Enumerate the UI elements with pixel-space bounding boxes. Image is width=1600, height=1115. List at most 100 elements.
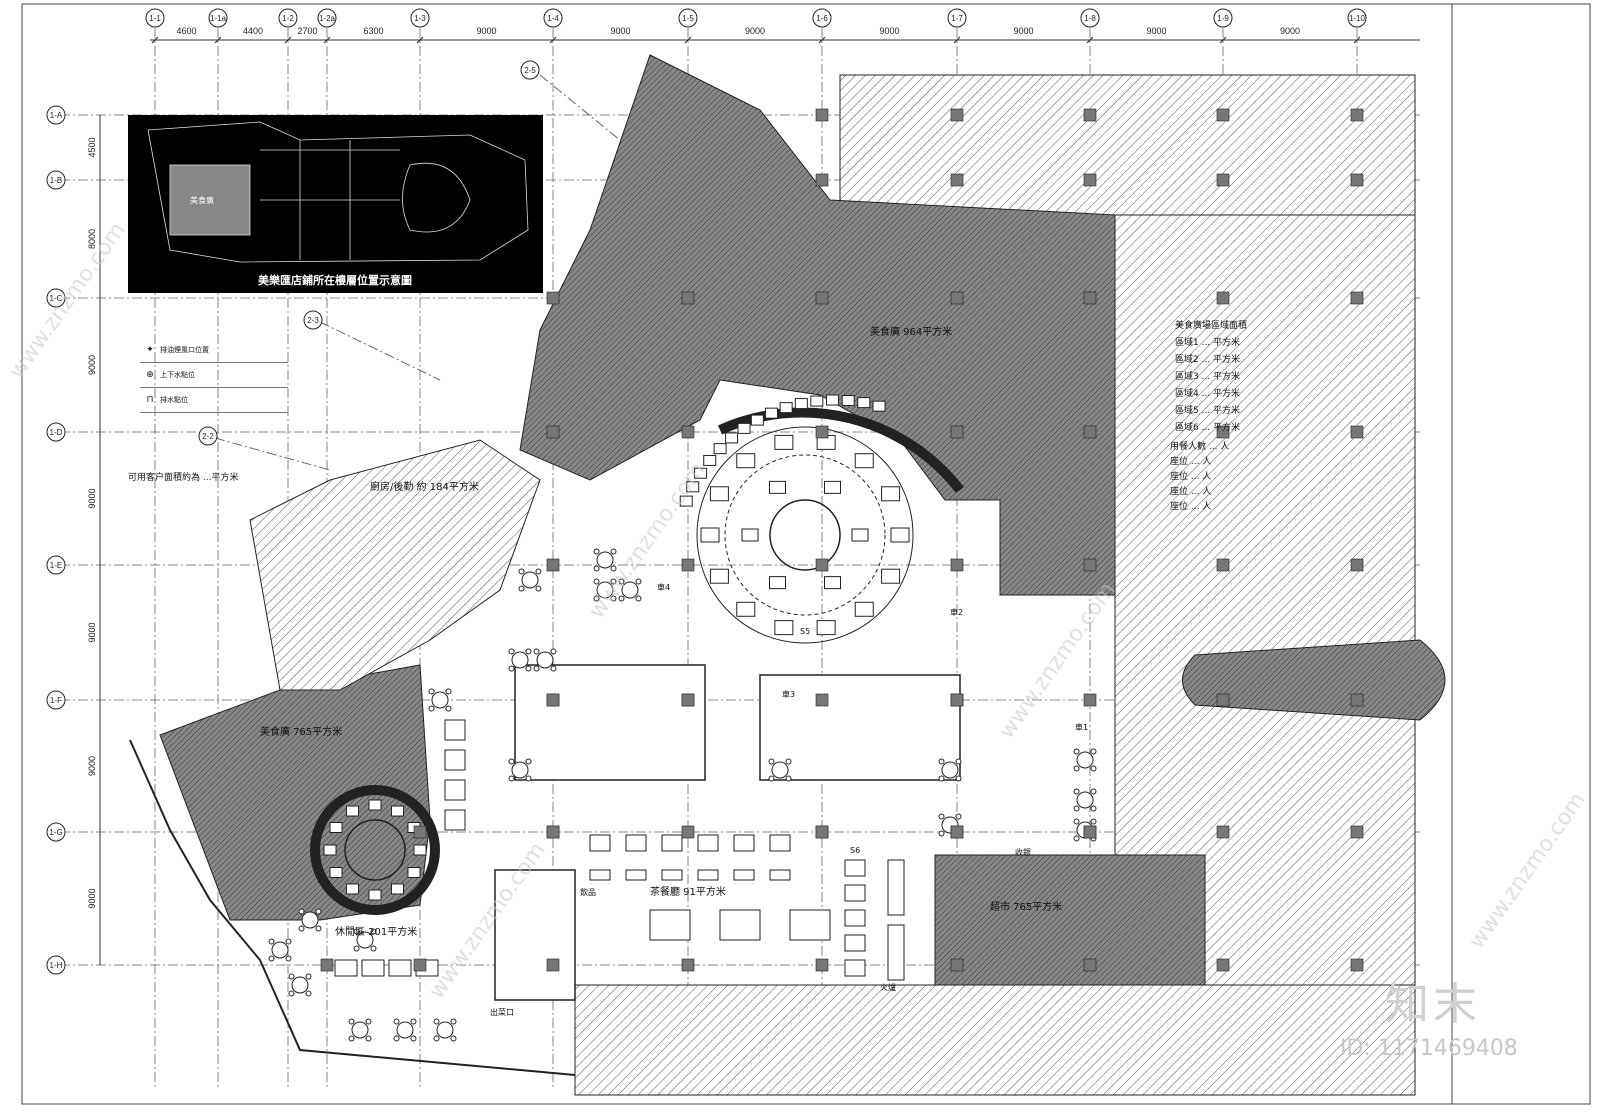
rect-table	[872, 400, 886, 412]
column	[1083, 558, 1097, 572]
round-table	[431, 691, 449, 709]
column	[1216, 958, 1230, 972]
chair	[525, 775, 532, 782]
chair	[1090, 788, 1097, 795]
axis-label-left: 1-G	[49, 828, 62, 837]
chair	[518, 585, 525, 592]
axis-bubble	[1080, 8, 1100, 28]
column	[1350, 291, 1364, 305]
round-table	[771, 761, 789, 779]
chair	[285, 938, 292, 945]
column	[1216, 291, 1230, 305]
axis-label-top: 1-1a	[210, 14, 227, 23]
chair	[370, 928, 377, 935]
id-text: ID: 1171469408	[1340, 1036, 1518, 1061]
chair	[410, 1035, 417, 1042]
axis-label-top: 1-6	[816, 14, 828, 23]
dim-tick	[151, 36, 159, 44]
rect-table	[825, 394, 839, 406]
room-label-mid: 美食廣 964平方米	[870, 325, 952, 338]
chair	[1090, 765, 1097, 772]
rect-table	[887, 924, 905, 981]
axis-label-top: 1-2	[282, 14, 294, 23]
rect-table	[444, 749, 466, 771]
chair	[393, 1018, 400, 1025]
rect-table	[686, 481, 700, 493]
rect-table	[769, 480, 786, 494]
column	[1350, 425, 1364, 439]
dim-label-left: 9000	[87, 888, 97, 908]
chair	[1073, 788, 1080, 795]
rect-table	[769, 834, 791, 852]
rect-table	[700, 527, 720, 543]
chair	[268, 938, 275, 945]
seat-summary: 用餐人數 ... 人 座位 ... 人 座位 ... 人 座位 ... 人 座位…	[1170, 440, 1229, 515]
chair	[508, 758, 515, 765]
rect-table	[323, 844, 337, 856]
axis-bubble	[947, 8, 967, 28]
room-label-right: 超市 765平方米	[990, 900, 1062, 913]
label-cashier: 收銀	[1015, 847, 1031, 857]
label-exit: 出菜口	[490, 1007, 514, 1017]
chair	[1090, 818, 1097, 825]
axis-label-top: 1-4	[547, 14, 559, 23]
chair	[955, 813, 962, 820]
rect-table	[361, 959, 385, 977]
rect-table	[844, 959, 866, 977]
summary-line: 區域2 ... 平方米	[1175, 355, 1241, 365]
column	[1350, 108, 1364, 122]
room-label-hall2: 休閒區 201平方米	[335, 925, 417, 938]
kitchen-block-2	[759, 674, 961, 781]
chair	[450, 1018, 457, 1025]
chair	[1073, 765, 1080, 772]
summary-line: 區域6 ... 平方米	[1175, 423, 1241, 433]
rect-table	[679, 495, 693, 507]
dim-label-left: 8000	[87, 229, 97, 249]
rect-table	[697, 869, 719, 881]
axis-label-top: 1-9	[1217, 14, 1229, 23]
rect-table	[444, 779, 466, 801]
axis-markers-left: 1-A1-B1-C1-D1-E1-F1-G1-H	[46, 105, 66, 975]
seat-line: 座位 ... 人	[1170, 487, 1212, 497]
chair	[428, 688, 435, 695]
column	[1350, 558, 1364, 572]
axis-label-top: 1-8	[1084, 14, 1096, 23]
rect-table	[334, 959, 358, 977]
rect-table	[816, 620, 836, 636]
rect-table	[391, 883, 404, 895]
chair	[315, 925, 322, 932]
rect-table	[346, 805, 359, 817]
column	[950, 558, 964, 572]
column	[1216, 173, 1230, 187]
round-table	[536, 651, 554, 669]
chair	[535, 585, 542, 592]
axis-bubble	[208, 8, 228, 28]
column	[546, 958, 560, 972]
dim-tick	[1353, 36, 1361, 44]
column	[546, 693, 560, 707]
round-table	[521, 571, 539, 589]
rect-table	[841, 395, 855, 407]
rect-table	[589, 834, 611, 852]
axis-label-top: 1-3	[414, 14, 426, 23]
rect-table	[444, 719, 466, 741]
column	[815, 825, 829, 839]
axis-label-top: 1-10	[1349, 14, 1366, 23]
column	[815, 291, 829, 305]
dim-label-top: 9000	[1013, 26, 1033, 36]
axis-bubble	[317, 8, 337, 28]
column	[1216, 425, 1230, 439]
round-table	[941, 761, 959, 779]
rect-table	[779, 402, 793, 414]
axis-bubble	[145, 8, 165, 28]
dim-tick	[284, 36, 292, 44]
column	[1350, 825, 1364, 839]
column	[1350, 173, 1364, 187]
axis-bubble	[46, 288, 66, 308]
axis-label-left: 1-A	[50, 111, 63, 120]
legend-text: 排油煙風口位置	[160, 346, 209, 354]
chair	[445, 705, 452, 712]
room-label-kitchen: 廚房/後勤 約 184平方米	[370, 480, 479, 493]
chair	[1073, 818, 1080, 825]
